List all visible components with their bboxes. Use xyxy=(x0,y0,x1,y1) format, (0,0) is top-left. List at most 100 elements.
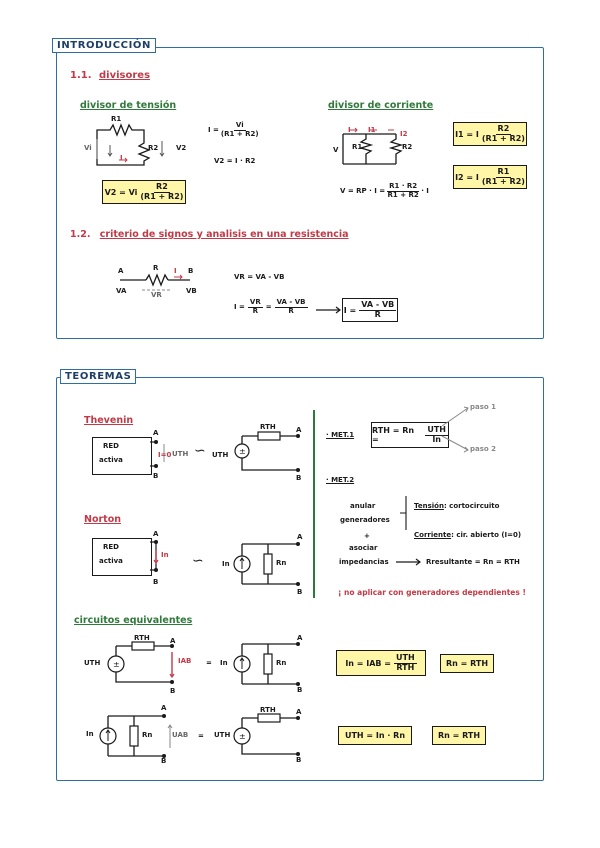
met1-paso2: paso 2 xyxy=(470,445,497,453)
thevenin-equivalent-diagram: ± xyxy=(234,431,300,472)
rc-result-lhs: I = xyxy=(343,305,357,315)
eq2-in-label: In xyxy=(86,730,94,738)
rc-current-num1: VR xyxy=(247,298,263,308)
met2-generadores: generadores xyxy=(340,516,390,524)
resistor-criteria-diagram xyxy=(120,273,190,291)
eq2-thevenin-a-label: A xyxy=(296,708,302,716)
met2-tension-value: : cortocircuito xyxy=(443,502,500,510)
svg-text:±: ± xyxy=(239,732,246,741)
cd-r2-label: R2 xyxy=(402,143,413,151)
norton-tilde: ∽ xyxy=(192,553,204,569)
cd-i2-label: I2 xyxy=(400,130,408,138)
met1-label: · MET.1 xyxy=(326,431,355,439)
eq1-rn-text: Rn = RTH xyxy=(445,659,489,668)
rc-i-label: I xyxy=(174,267,177,275)
rc-vb-label: VB xyxy=(186,287,197,295)
eq2-rn-text: Rn = RTH xyxy=(437,731,481,740)
warning-text: ¡ no aplicar con generadores dependiente… xyxy=(338,588,526,597)
rc-current-num2: VA - VB xyxy=(274,298,308,308)
cd-i2-lhs: I2 = I xyxy=(455,172,479,182)
arrow-right-icon xyxy=(316,306,341,314)
methods-divider xyxy=(313,410,315,598)
rc-vr-label: VR xyxy=(151,291,162,299)
rc-b-label: B xyxy=(188,267,194,275)
eq2-formula-text: UTH = In · Rn xyxy=(344,731,406,740)
met2-label: · MET.2 xyxy=(326,476,355,484)
teoremas-frame xyxy=(56,377,544,781)
vd-result-den: (R1 + R2) xyxy=(140,191,184,201)
vd-result-num: R2 xyxy=(154,181,170,193)
eq1-uth-label: UTH xyxy=(84,659,101,667)
eq2-thevenin-diagram: ± xyxy=(233,713,300,756)
section-1-1-title: divisores xyxy=(99,70,151,81)
met2-plus: + xyxy=(364,532,370,540)
thevenin-eq-a-label: A xyxy=(296,426,302,434)
eq1-rth-label: RTH xyxy=(134,634,150,642)
eq1-a-label: A xyxy=(170,637,176,645)
thevenin-rth-label: RTH xyxy=(260,423,276,431)
thevenin-red-label: RED xyxy=(103,442,119,450)
met2-brace xyxy=(400,496,407,530)
eq1-formula-num: UTH xyxy=(394,652,417,664)
eq1-formula-lhs: In = IAB = xyxy=(345,658,392,668)
cd-i2-den: (R1 + R2) xyxy=(481,176,525,186)
met1-lhs: RTH = Rn = xyxy=(372,426,415,444)
vd-current-formula: I = Vi(R1 + R2) xyxy=(208,121,259,138)
eq1-formula-den: RTH xyxy=(396,662,415,672)
eq2-equals: = xyxy=(198,732,204,740)
met1-den: In xyxy=(432,434,441,444)
vd-v2-formula: V2 = I · R2 xyxy=(214,157,256,165)
cd-voltage-lhs: V = RP · I = xyxy=(340,187,386,196)
eq2-thevenin-b-label: B xyxy=(296,756,302,764)
eq1-b-label: B xyxy=(170,687,176,695)
met2-asociar: asociar xyxy=(349,544,378,552)
eq1-rn-label: Rn xyxy=(276,659,287,667)
met2-corriente-value: : cir. abierto (I=0) xyxy=(451,531,522,539)
thevenin-heading: Thevenin xyxy=(84,415,134,426)
cd-i1-box: I1 = I R2(R1 + R2) xyxy=(453,122,527,146)
cd-voltage-tail: · I xyxy=(421,187,429,196)
met1-num: UTH xyxy=(425,424,448,436)
cd-i2-box: I2 = I R1(R1 + R2) xyxy=(453,165,527,189)
cd-i1-num: R2 xyxy=(495,123,512,135)
thevenin-activa-label: activa xyxy=(99,456,123,464)
norton-rn-label: Rn xyxy=(276,559,287,567)
circuitos-equivalentes-heading: circuitos equivalentes xyxy=(74,615,193,626)
teoremas-tag: TEOREMAS xyxy=(60,369,137,384)
vd-v2-label: V2 xyxy=(176,144,187,152)
norton-terminals xyxy=(150,540,159,572)
norton-source-label: In xyxy=(222,560,230,568)
eq2-rn-box: Rn = RTH xyxy=(432,726,486,745)
thevenin-source-label: UTH xyxy=(212,451,229,459)
voltage-divider-diagram xyxy=(96,123,165,166)
cd-v-label: V xyxy=(333,146,339,154)
eq1-norton-diagram xyxy=(233,642,300,686)
norton-red-label: RED xyxy=(103,543,119,551)
rc-r-label: R xyxy=(153,264,159,272)
vd-result-box: V2 = Vi R2(R1 + R2) xyxy=(102,180,186,204)
eq1-iab-label: IAB xyxy=(178,657,192,665)
eq2-uth-label: UTH xyxy=(214,731,231,739)
section-1-2-number: 1.2. xyxy=(70,229,91,240)
thevenin-i0-label: I=0 xyxy=(158,451,172,459)
met2-corriente-label: Corriente xyxy=(414,531,452,539)
vd-r1-label: R1 xyxy=(111,115,122,123)
eq1-rn-box: Rn = RTH xyxy=(440,654,494,673)
cd-voltage-num: R1 · R2 xyxy=(387,182,420,192)
norton-heading: Norton xyxy=(84,514,121,525)
cd-voltage-den: R1 + R2 xyxy=(387,190,419,199)
norton-equivalent-diagram xyxy=(233,542,300,586)
eq1-equals: = xyxy=(206,659,212,667)
eq2-rth-label: RTH xyxy=(260,706,276,714)
section-1-1: 1.1. divisores xyxy=(70,70,150,81)
eq1-norton-b-label: B xyxy=(297,686,303,694)
eq2-uab-label: UAB xyxy=(172,731,189,739)
vd-current-lhs: I = xyxy=(208,126,219,135)
norton-b-label: B xyxy=(153,578,159,586)
eq2-b-label: B xyxy=(161,757,167,765)
divisor-tension-heading: divisor de tensión xyxy=(80,100,177,111)
rc-current-mid: = xyxy=(265,303,272,312)
rc-va-label: VA xyxy=(116,287,127,295)
thevenin-eq-b-label: B xyxy=(296,474,302,482)
